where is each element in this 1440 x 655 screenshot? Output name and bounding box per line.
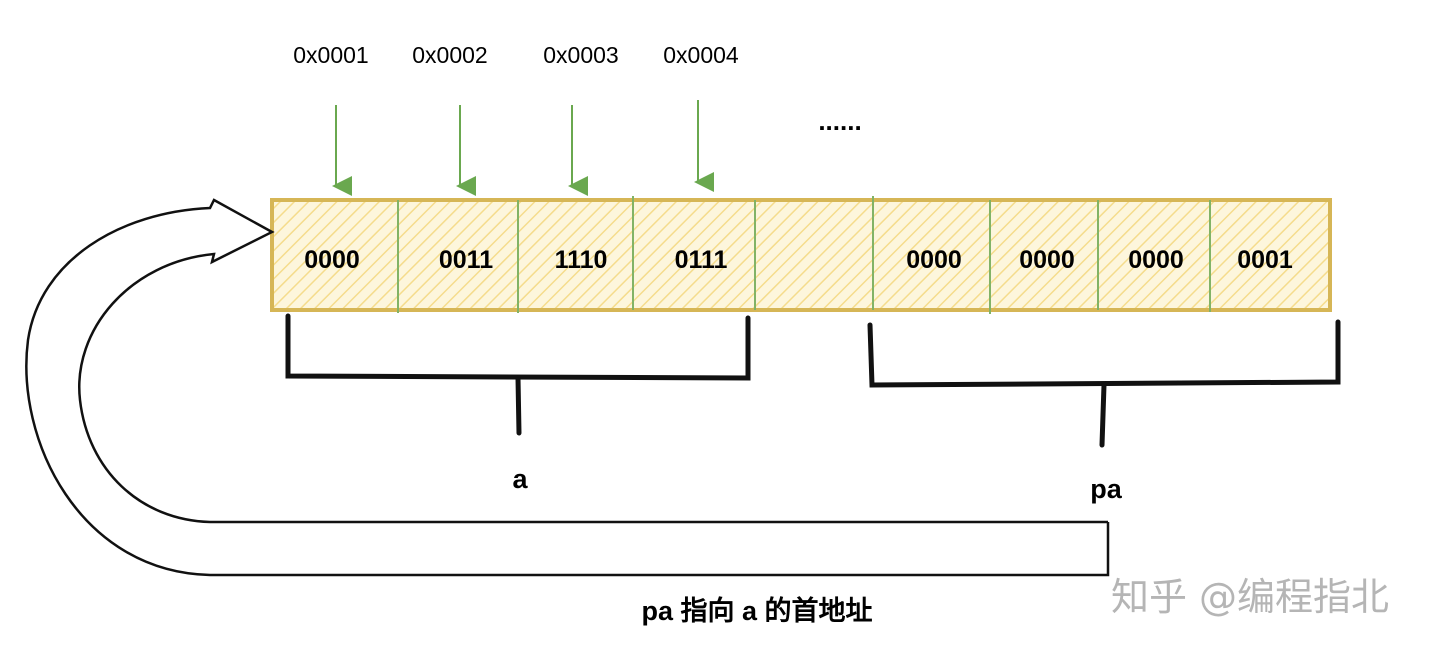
pointer-arrow (25, 198, 1110, 577)
address-label: 0x0003 (543, 42, 618, 68)
address-label: 0x0004 (663, 42, 739, 68)
label-a: a (512, 464, 528, 494)
braces (285, 313, 1341, 448)
memory-cell: 0000 (1019, 246, 1075, 274)
memory-cell: 0001 (1237, 246, 1293, 274)
memory-cell: 0011 (439, 246, 493, 274)
brace-a (285, 313, 751, 381)
memory-cell: 0000 (304, 246, 360, 274)
memory-cell: 0000 (906, 246, 962, 274)
address-label: 0x0001 (293, 42, 368, 68)
memory-cell: 0000 (1128, 246, 1184, 274)
watermark: 知乎 @编程指北 (1111, 575, 1389, 619)
address-arrows (332, 100, 714, 196)
caption: pa 指向 a 的首地址 (641, 595, 872, 626)
address-label: 0x0002 (412, 42, 487, 68)
brace-pa (867, 319, 1341, 388)
memory-cell: 1110 (555, 246, 608, 274)
ellipsis: ...... (818, 106, 861, 136)
address-labels: 0x0001 0x0002 0x0003 0x0004 ...... (293, 42, 861, 136)
memory-cell: 0111 (675, 246, 728, 274)
label-pa: pa (1090, 474, 1122, 504)
memory-strip: 0000 0011 1110 0111 0000 0000 0000 0001 (270, 196, 1332, 314)
